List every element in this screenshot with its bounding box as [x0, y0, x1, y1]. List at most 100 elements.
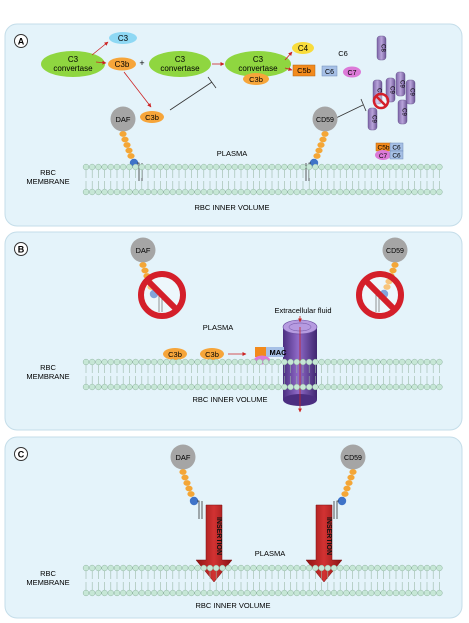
lipid-head	[206, 589, 214, 597]
lipid-head	[225, 188, 232, 196]
lipid-head	[213, 383, 220, 391]
lipid-head	[318, 163, 325, 171]
lipid-head	[262, 163, 269, 171]
lipid-head	[169, 358, 176, 366]
lipid-head	[386, 564, 393, 572]
rbc-membrane-bilayer-a	[82, 163, 443, 196]
mac-c5b-block	[255, 347, 267, 357]
lipid-head	[107, 383, 114, 391]
lipid-head	[107, 564, 114, 572]
lipid-head	[355, 188, 362, 196]
lipid-head	[318, 589, 325, 597]
lipid-head	[188, 163, 195, 171]
lipid-head	[200, 564, 207, 572]
lipid-head	[380, 383, 387, 391]
lipid-head	[256, 358, 263, 366]
gpi-anchor-dot	[337, 496, 347, 506]
lipid-head	[82, 358, 90, 366]
lipid-head	[163, 383, 170, 391]
lipid-head	[430, 163, 437, 171]
lipid-head	[82, 383, 90, 391]
lipid-head	[82, 589, 90, 597]
lipid-head	[380, 358, 387, 366]
anchor-bead	[141, 267, 149, 274]
lipid-head	[361, 163, 369, 171]
lipid-head	[355, 589, 362, 597]
rbc-membrane-bilayer-b	[82, 358, 443, 391]
lipid-head	[113, 564, 121, 572]
lipid-head	[89, 383, 96, 391]
lipid-head	[386, 188, 393, 196]
c3-convertase-3	[225, 51, 291, 77]
panel-a-letter: A	[18, 37, 25, 47]
lipid-head	[101, 188, 108, 196]
lipid-head	[324, 163, 331, 171]
lipid-head	[355, 358, 362, 366]
lipid-head	[430, 188, 437, 196]
lipid-head	[330, 589, 338, 597]
daf-protein-c	[170, 444, 196, 470]
anchor-bead	[391, 262, 399, 268]
lipid-head	[126, 589, 133, 597]
lipid-head	[281, 188, 288, 196]
lipid-head	[151, 383, 158, 391]
lipid-head	[268, 163, 276, 171]
anchor-bead	[181, 474, 189, 481]
lipid-head	[349, 188, 356, 196]
anchor-bead	[119, 131, 127, 137]
lipid-head	[374, 358, 381, 366]
lipid-head	[268, 589, 276, 597]
lipid-head	[293, 188, 300, 196]
lipid-head	[349, 358, 356, 366]
c3b-bound-label: C3b	[249, 75, 263, 84]
lipid-head	[157, 188, 164, 196]
lipid-head	[262, 383, 269, 391]
c7-label: C7	[348, 70, 357, 77]
lipid-head	[330, 383, 338, 391]
lipid-head	[423, 358, 431, 366]
lipid-head	[225, 589, 232, 597]
lipid-head	[343, 383, 350, 391]
c9-cylinder	[405, 79, 416, 105]
lipid-head	[281, 564, 288, 572]
lipid-head	[299, 383, 307, 391]
lipid-head	[299, 358, 307, 366]
lipid-head	[318, 564, 325, 572]
lipid-head	[374, 163, 381, 171]
lipid-head	[380, 564, 387, 572]
lipid-head	[392, 383, 400, 391]
c9-cylinder	[385, 77, 396, 103]
lipid-head	[107, 358, 114, 366]
lipid-head	[337, 163, 344, 171]
lipid-head	[423, 383, 431, 391]
lipid-head	[411, 358, 418, 366]
lipid-head	[268, 358, 276, 366]
lipid-head	[287, 188, 294, 196]
lipid-head	[312, 163, 319, 171]
lipid-head	[436, 358, 443, 366]
plasma-label-b: PLASMA	[203, 323, 233, 332]
lipid-head	[163, 188, 170, 196]
panel-a-badge	[14, 34, 28, 48]
lipid-head	[120, 188, 127, 196]
lipid-head	[144, 163, 152, 171]
lipid-head	[361, 358, 369, 366]
lipid-head	[411, 383, 418, 391]
lipid-head	[318, 383, 325, 391]
lipid-head	[293, 564, 300, 572]
lipid-head	[287, 383, 294, 391]
lipid-head	[250, 564, 257, 572]
lipid-head	[82, 188, 90, 196]
lipid-head	[157, 589, 164, 597]
lipid-head	[126, 564, 133, 572]
lipid-head	[275, 188, 282, 196]
lipid-head	[250, 358, 257, 366]
panel-b-background	[4, 231, 463, 431]
anchor-bead	[347, 474, 355, 481]
lipid-head	[405, 358, 412, 366]
lipid-head	[163, 358, 170, 366]
lipid-head	[436, 383, 443, 391]
anchor-bead	[315, 147, 323, 154]
lipid-head	[299, 188, 307, 196]
plasma-label: PLASMA	[217, 149, 247, 158]
